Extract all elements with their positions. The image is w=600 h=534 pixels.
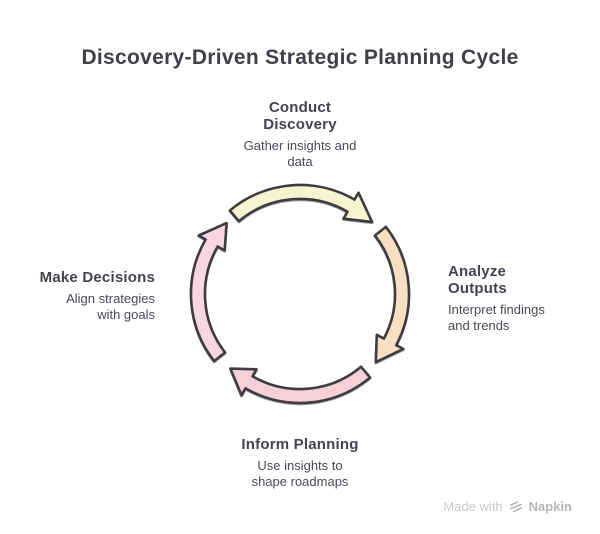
arrow-decisions-to-conduct — [189, 221, 228, 363]
arrow-conduct-to-analyze — [228, 183, 374, 224]
node-desc-inform-planning: Use insights to shape roadmaps — [251, 458, 349, 489]
node-desc-conduct-discovery: Gather insights and data — [243, 138, 357, 169]
node-title-make-decisions: Make Decisions — [39, 269, 155, 286]
node-analyze-outputs: Analyze Outputs Interpret findings and t… — [448, 263, 588, 333]
node-conduct-discovery: Conduct Discovery Gather insights and da… — [0, 99, 600, 169]
diagram-title: Discovery-Driven Strategic Planning Cycl… — [81, 46, 519, 69]
watermark-prefix: Made with — [443, 499, 503, 514]
node-make-decisions: Make Decisions Align strategies with goa… — [15, 269, 155, 322]
napkin-logo-icon — [509, 500, 522, 512]
watermark-brand: Napkin — [528, 499, 572, 514]
arrow-inform-to-decisions — [229, 365, 372, 405]
watermark: Made with Napkin — [443, 499, 572, 514]
arrow-analyze-to-inform — [373, 225, 411, 364]
node-desc-make-decisions: Align strategies with goals — [66, 291, 155, 322]
node-desc-analyze-outputs: Interpret findings and trends — [448, 302, 545, 333]
node-title-analyze-outputs: Analyze Outputs — [448, 263, 507, 297]
node-inform-planning: Inform Planning Use insights to shape ro… — [0, 436, 600, 489]
node-title-inform-planning: Inform Planning — [241, 436, 359, 453]
node-title-conduct-discovery: Conduct Discovery — [263, 99, 337, 133]
